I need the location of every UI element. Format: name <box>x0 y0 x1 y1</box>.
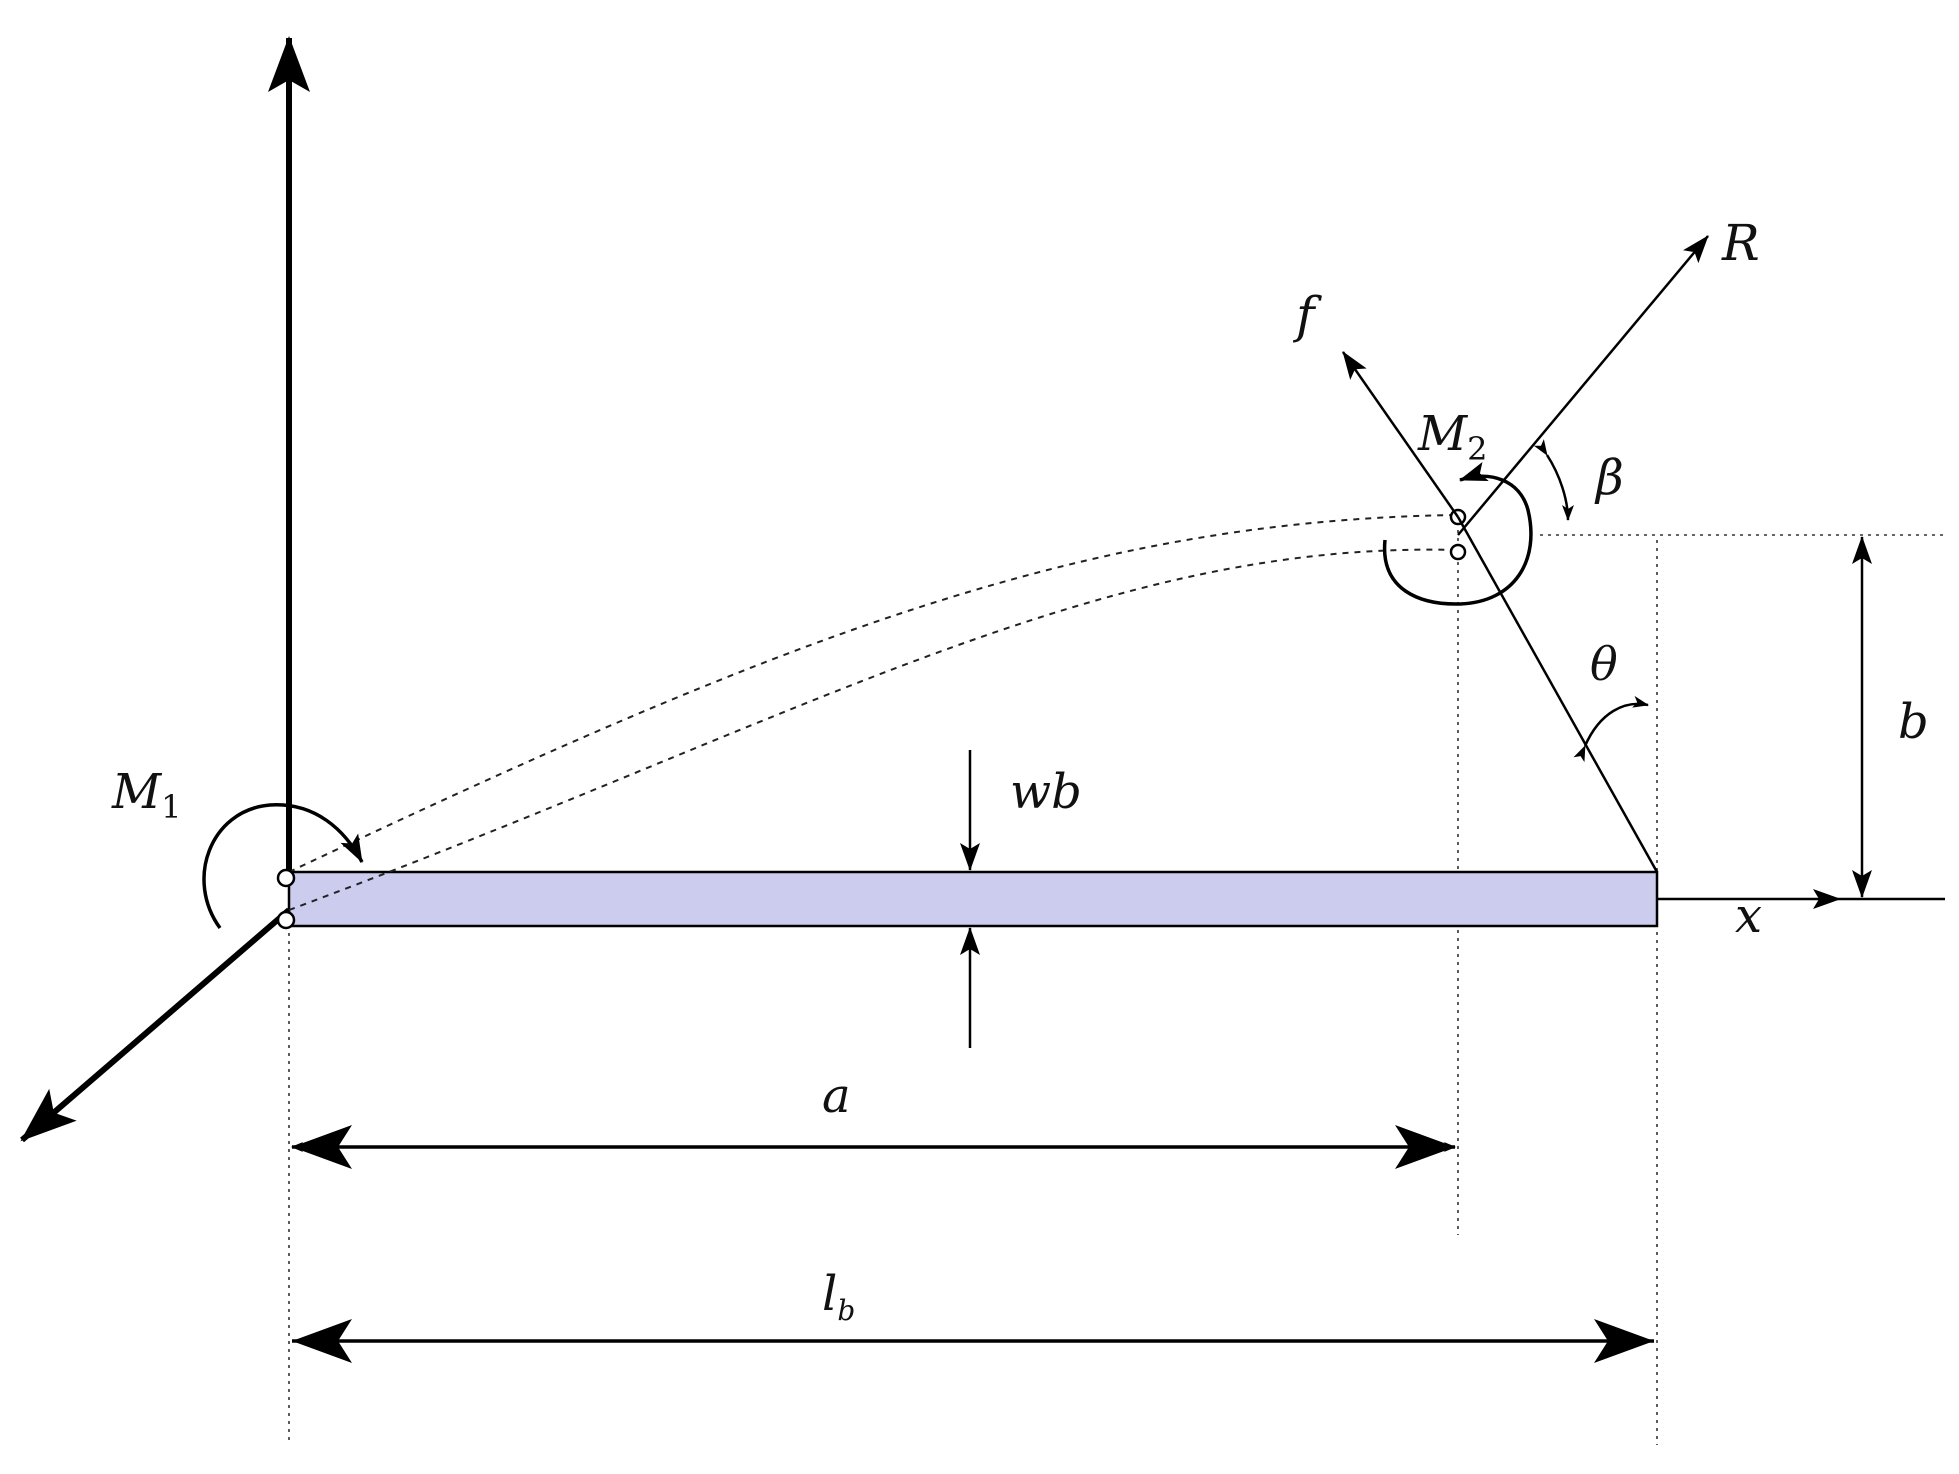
label-wb: wb <box>1010 764 1082 820</box>
deflected-shape-lower <box>288 548 1459 911</box>
pin-left-bottom <box>276 910 296 930</box>
dim-lb-head-right <box>1594 1319 1654 1363</box>
inclined-rod <box>1456 516 1659 873</box>
label-b: b <box>1898 694 1929 750</box>
label-m1: M1 <box>111 764 182 826</box>
moment-m2-arrow <box>1382 461 1533 606</box>
force-r-arrow <box>1457 235 1709 536</box>
angle-theta-arc <box>1573 695 1649 763</box>
dim-a-head-right <box>1395 1125 1455 1169</box>
label-f: f <box>1292 286 1322 344</box>
label-lb: lb <box>822 1266 855 1327</box>
angle-beta-arc <box>1533 439 1574 521</box>
deflected-shape-upper <box>288 514 1459 873</box>
pin-left-top <box>276 868 296 888</box>
label-x: x <box>1735 888 1762 944</box>
pin-m2-bottom <box>1449 543 1467 561</box>
force-f-arrow <box>1341 351 1460 518</box>
moment-m1-arrow <box>202 803 364 930</box>
label-beta: β <box>1594 450 1624 506</box>
beam <box>287 870 1659 928</box>
dim-a-head-left <box>292 1125 352 1169</box>
label-m2: M2 <box>1417 406 1488 468</box>
label-a: a <box>822 1068 851 1124</box>
label-theta: θ <box>1590 637 1618 691</box>
dim-lb-head-left <box>292 1319 352 1363</box>
diagonal-axis-arrow <box>20 907 291 1143</box>
label-r: R <box>1721 214 1760 272</box>
